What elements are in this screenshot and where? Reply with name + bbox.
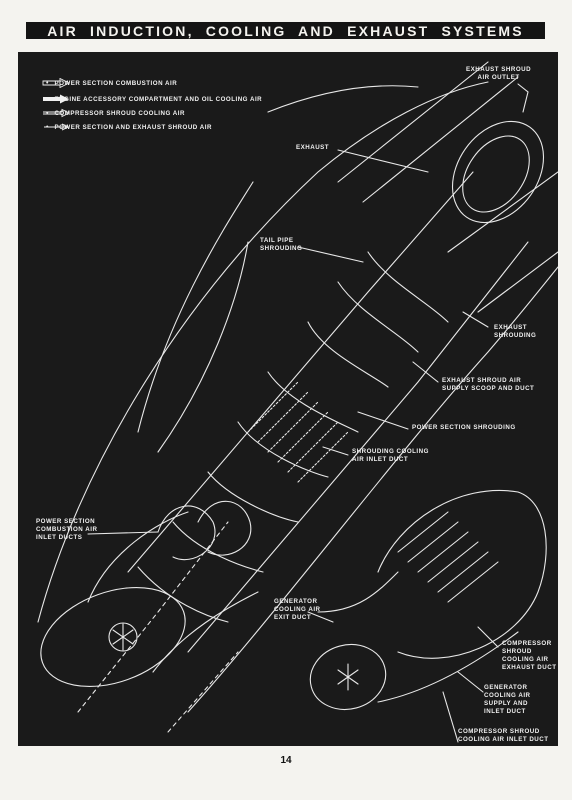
leader-gen-supply <box>457 671 484 693</box>
rear-shroud-line-2 <box>477 251 558 313</box>
page-number: 14 <box>280 755 292 766</box>
spinner-hub <box>108 622 138 652</box>
leader-scoop <box>412 361 439 383</box>
tube-ring-7 <box>172 521 264 573</box>
wing-curve-left <box>137 181 254 433</box>
leader-comp-exhaust <box>477 626 499 648</box>
intake-duct-right <box>152 591 259 673</box>
fairing-diag-2 <box>362 76 519 203</box>
callout-generator-cooling-supply: GENERATOR COOLING AIR SUPPLY AND INLET D… <box>484 684 531 715</box>
thin-arrow-icon <box>44 123 70 131</box>
legend-item: • POWER SECTION AND EXHAUST SHROUD AIR <box>42 122 212 132</box>
tube-ring-2 <box>367 251 449 323</box>
hollow-arrow-icon <box>42 78 70 88</box>
inlet-duct-loop-1 <box>157 505 216 561</box>
leader-shrouding-inlet <box>322 446 349 456</box>
generator-star <box>337 663 359 691</box>
legend-bullet: • <box>46 79 49 87</box>
legend-bullet: • <box>46 109 49 117</box>
page-title: AIR INDUCTION, COOLING AND EXHAUST SYSTE… <box>26 22 545 39</box>
exhaust-outlet-inner <box>462 135 530 213</box>
callout-generator-cooling-air-exit: GENERATOR COOLING AIR EXIT DUCT <box>274 598 321 621</box>
intake-duct-left <box>87 511 189 603</box>
fairing-upper <box>267 85 419 113</box>
hollow-tail-arrow-icon <box>43 108 70 118</box>
fairing-diag <box>337 61 489 183</box>
generator-lower <box>377 631 519 703</box>
callout-exhaust: EXHAUST <box>296 144 330 151</box>
leader-tailpipe <box>297 246 364 263</box>
leader-ps-shrouding <box>357 411 409 430</box>
legend-item: • ENGINE ACCESSORY COMPARTMENT AND OIL C… <box>42 94 262 104</box>
leader-outlet <box>517 83 529 113</box>
rear-shroud-line <box>447 171 558 253</box>
compressor-stages <box>247 381 349 483</box>
callout-compressor-shroud-inlet: COMPRESSOR SHROUD COOLING AIR INLET DUCT <box>458 728 549 743</box>
leader-ps-inlet <box>87 531 159 535</box>
generator-duct <box>317 571 399 613</box>
generator-intake <box>309 644 387 710</box>
legend-label: POWER SECTION AND EXHAUST SHROUD AIR <box>54 123 212 131</box>
nacelle-outline-left <box>37 81 489 623</box>
nacelle-outline-right <box>187 266 558 713</box>
engine-tube-bottom <box>187 241 529 653</box>
callout-power-section-inlet-ducts: POWER SECTION COMBUSTION AIR INLET DUCTS <box>36 518 98 541</box>
inlet-duct-loop-2 <box>197 500 252 556</box>
callout-compressor-shroud-exhaust: COMPRESSOR SHROUD COOLING AIR EXHAUST DU… <box>502 640 557 671</box>
callout-power-section-shrouding: POWER SECTION SHROUDING <box>412 424 516 431</box>
intake-lip <box>40 586 186 688</box>
leader-comp-inlet <box>442 691 459 743</box>
legend-label: ENGINE ACCESSORY COMPARTMENT AND OIL COO… <box>54 95 263 103</box>
airflow-path-2 <box>167 651 239 733</box>
diagram-panel: • POWER SECTION COMBUSTION AIR • ENGINE … <box>18 52 558 746</box>
tube-ring-8 <box>137 566 229 623</box>
callout-shrouding-cooling-air-inlet: SHROUDING COOLING AIR INLET DUCT <box>352 448 429 463</box>
legend-item: • COMPRESSOR SHROUD COOLING AIR <box>42 108 185 118</box>
callout-exhaust-shrouding: EXHAUST SHROUDING <box>494 324 537 339</box>
engine-tube-top <box>127 171 474 573</box>
callout-exhaust-shroud-air-outlet: EXHAUST SHROUD AIR OUTLET <box>466 66 532 81</box>
wing-curve-inner <box>157 241 249 453</box>
leader-exhaust-shrouding <box>462 311 489 328</box>
legend-label: POWER SECTION COMBUSTION AIR <box>54 79 178 87</box>
engine-illustration <box>37 61 558 743</box>
tube-ring-4 <box>267 371 359 433</box>
callout-exhaust-shroud-air-supply: EXHAUST SHROUD AIR SUPPLY SCOOP AND DUCT <box>442 377 535 392</box>
airflow-path-1 <box>77 521 229 713</box>
legend-item: • POWER SECTION COMBUSTION AIR <box>42 78 177 88</box>
leader-exhaust <box>337 149 429 173</box>
generator-fins <box>397 511 499 603</box>
exhaust-outlet <box>451 120 545 224</box>
spinner-star <box>112 623 134 651</box>
tube-ring-1 <box>337 281 419 353</box>
legend-label: COMPRESSOR SHROUD COOLING AIR <box>54 109 185 117</box>
callout-tail-pipe-shrouding: TAIL PIPE SHROUDING <box>260 237 303 252</box>
generator-housing <box>377 490 547 659</box>
leader-gen-exit <box>307 611 334 623</box>
tube-ring-6 <box>207 471 299 523</box>
tube-ring-3 <box>307 321 389 388</box>
tube-ring-5 <box>237 421 329 478</box>
solid-arrow-icon <box>43 94 69 104</box>
